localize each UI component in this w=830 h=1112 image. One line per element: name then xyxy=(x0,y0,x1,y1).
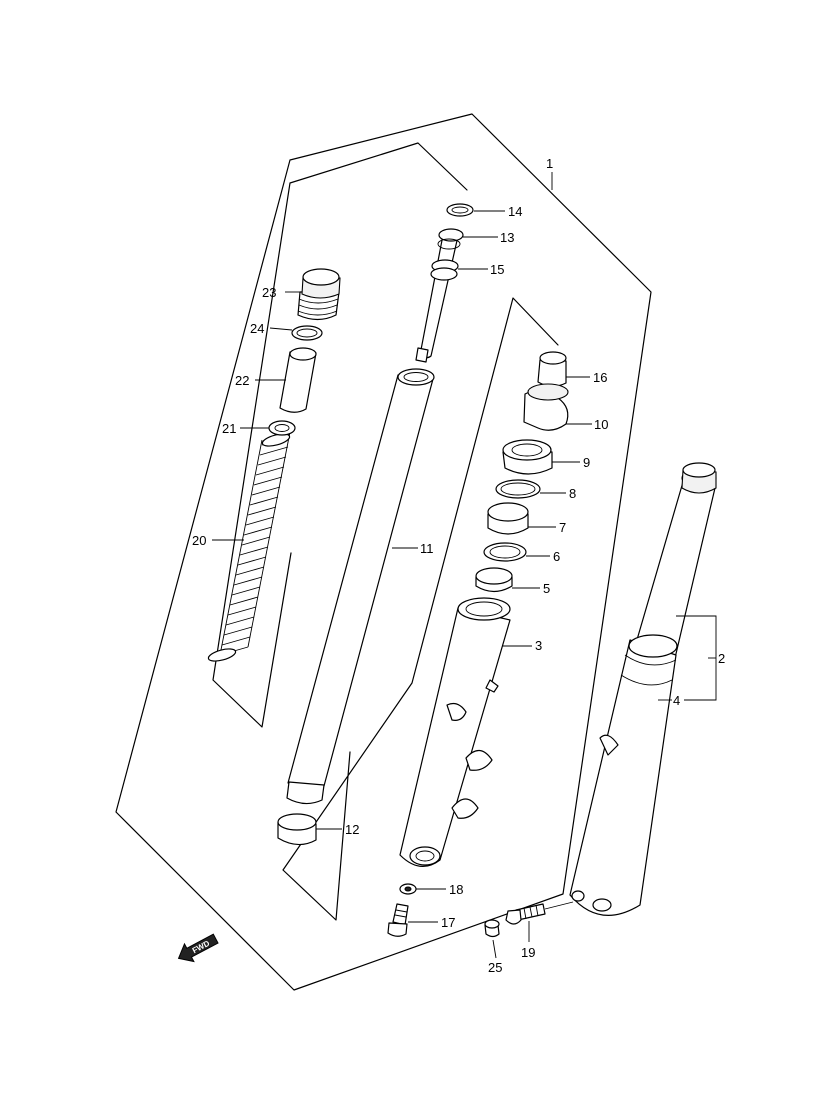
callout-7: 7 xyxy=(559,520,566,535)
callout-21: 21 xyxy=(222,421,236,436)
callout-3: 3 xyxy=(535,638,542,653)
collar xyxy=(537,351,567,387)
callout-12: 12 xyxy=(345,822,359,837)
callout-24: 24 xyxy=(250,321,264,336)
outer-assembly-outline xyxy=(115,113,652,991)
dust-seal xyxy=(523,383,569,431)
callout-labels: 1 2 3 4 5 6 7 8 9 10 11 12 13 14 15 16 1… xyxy=(192,156,725,975)
callout-18: 18 xyxy=(449,882,463,897)
axle-bolt xyxy=(505,903,546,925)
callout-13: 13 xyxy=(500,230,514,245)
callout-6: 6 xyxy=(553,549,560,564)
oil-seal xyxy=(502,439,553,475)
cap-o-ring xyxy=(291,325,323,341)
seal-spacer xyxy=(487,502,529,535)
callout-8: 8 xyxy=(569,486,576,501)
spring-washer xyxy=(268,420,296,436)
rod-ring xyxy=(446,203,474,217)
damper-bolt xyxy=(387,903,409,937)
fwd-direction-badge: FWD xyxy=(177,933,219,963)
callout-9: 9 xyxy=(583,455,590,470)
callout-1: 1 xyxy=(546,156,553,171)
callout-17: 17 xyxy=(441,915,455,930)
callout-5: 5 xyxy=(543,581,550,596)
callout-25: 25 xyxy=(488,960,502,975)
callout-16: 16 xyxy=(593,370,607,385)
spacer-tube xyxy=(279,347,317,413)
callout-4: 4 xyxy=(673,693,680,708)
callout-23: 23 xyxy=(262,285,276,300)
inner-tube xyxy=(286,368,435,805)
lower-group-outline xyxy=(282,297,559,921)
callout-15: 15 xyxy=(490,262,504,277)
leader-lines xyxy=(212,172,717,959)
forward-arrow-icon xyxy=(177,933,219,963)
callout-19: 19 xyxy=(521,945,535,960)
inner-group-outline xyxy=(212,142,468,728)
damper-rod xyxy=(415,228,464,363)
fork-cap-bolt xyxy=(297,268,341,321)
callout-10: 10 xyxy=(594,417,608,432)
outer-tube xyxy=(399,597,511,867)
callout-2: 2 xyxy=(718,651,725,666)
slide-bushing xyxy=(277,813,317,846)
callout-14: 14 xyxy=(508,204,522,219)
axle-cap xyxy=(484,919,500,938)
guide-bushing xyxy=(475,567,513,593)
callout-11: 11 xyxy=(420,541,434,556)
fork-leg-assembly xyxy=(569,462,717,916)
callout-20: 20 xyxy=(192,533,206,548)
fork-spring xyxy=(207,431,291,662)
callout-22: 22 xyxy=(235,373,249,388)
